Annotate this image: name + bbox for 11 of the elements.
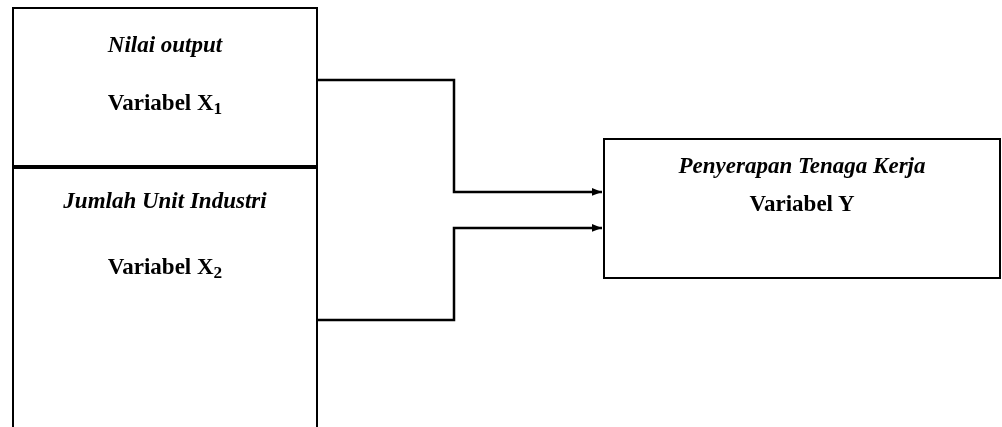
variable-label: Variabel X$_{2}$ [106,253,224,281]
arrow [318,78,602,198]
variable-label: Variabel Y [748,190,856,218]
variable-box [12,167,318,427]
variable-box [12,7,318,167]
variable-box [603,138,1001,279]
variable-name: Nilai output [106,31,224,59]
variable-label: Variabel X$_{1}$ [106,89,224,117]
variable-name: Jumlah Unit Industri [62,187,268,215]
variable-name: Penyerapan Tenaga Kerja [677,152,927,180]
arrow [318,222,602,322]
